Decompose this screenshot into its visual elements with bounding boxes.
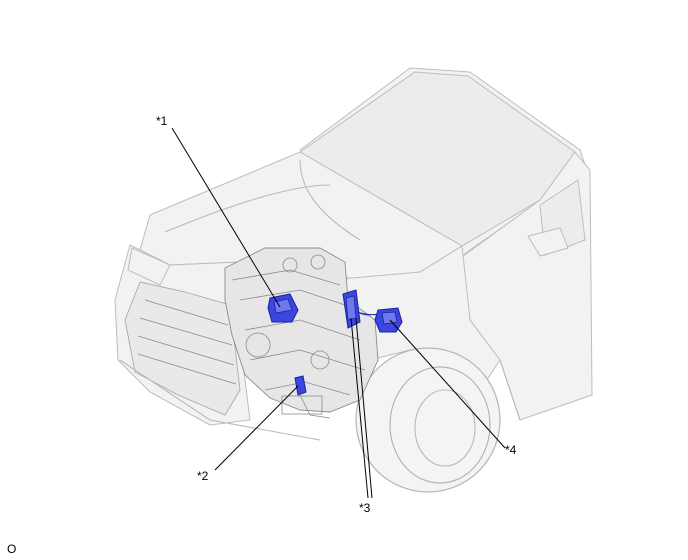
leader-3a [350, 317, 369, 499]
engine-block [224, 247, 379, 413]
corner-mark: O [7, 542, 17, 556]
headlight [127, 247, 171, 286]
vehicle-body [114, 67, 593, 441]
leader-1 [171, 127, 281, 308]
leader-3b [355, 317, 373, 499]
front-wheel [355, 347, 501, 493]
side-mirror [527, 227, 569, 257]
engine-assembly [224, 247, 379, 419]
callout-3: *3 [359, 501, 371, 515]
component-2 [294, 375, 307, 396]
spindle-grille [124, 281, 241, 416]
callout-1: *1 [156, 114, 168, 128]
component-1 [267, 293, 299, 323]
callout-2: *2 [197, 469, 209, 483]
callout-4: *4 [505, 443, 517, 457]
leader-lines [171, 127, 506, 499]
leader-2 [214, 385, 299, 471]
leader-4 [389, 319, 506, 449]
grille-mesh [137, 299, 237, 385]
